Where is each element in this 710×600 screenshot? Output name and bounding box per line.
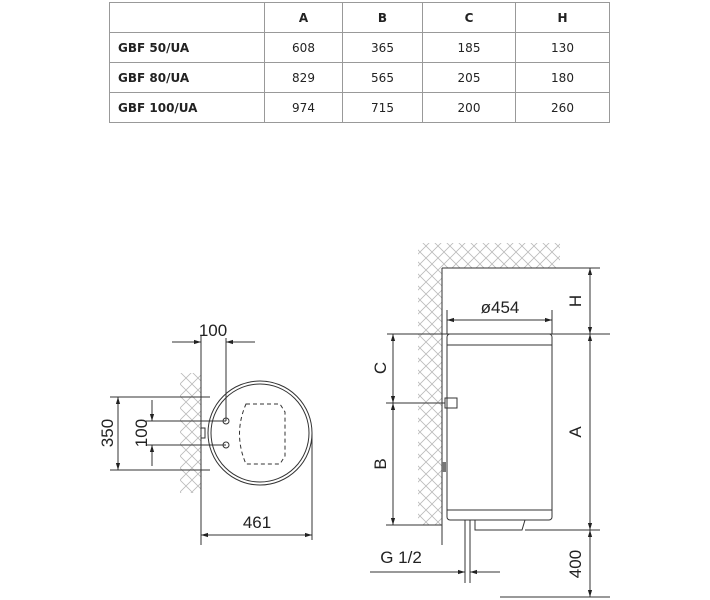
mount-height-label: 350 xyxy=(98,419,117,447)
header-h: H xyxy=(515,2,610,33)
cell-h: 260 xyxy=(515,92,610,123)
floor-clearance-label: 400 xyxy=(566,550,585,578)
depth-label: 461 xyxy=(243,513,271,532)
tank-body xyxy=(446,333,553,521)
ceiling-hatch xyxy=(418,243,560,268)
header-b: B xyxy=(342,2,423,33)
dimensions-table: A B C H GBF 50/UA 608 365 185 130 GBF 80… xyxy=(109,2,610,123)
header-c: C xyxy=(422,2,516,33)
tank-inner xyxy=(210,383,310,483)
model-cell: GBF 50/UA xyxy=(109,32,265,63)
cell-c: 200 xyxy=(422,92,516,123)
table-row: GBF 100/UA 974 715 200 260 xyxy=(109,92,610,123)
cell-c: 205 xyxy=(422,62,516,93)
cell-b: 365 xyxy=(342,32,423,63)
cell-c: 185 xyxy=(422,32,516,63)
h-label: H xyxy=(566,295,585,307)
table-row: GBF 50/UA 608 365 185 130 xyxy=(109,32,610,63)
tank-outer xyxy=(207,380,313,486)
pipe-spacing-label: 100 xyxy=(132,419,151,447)
lower-bracket xyxy=(442,462,446,472)
cell-a: 974 xyxy=(264,92,343,123)
cell-b: 565 xyxy=(342,62,423,93)
cell-a: 608 xyxy=(264,32,343,63)
wall-hatch xyxy=(180,373,201,493)
heater-flange-dashed xyxy=(239,403,286,465)
bracket xyxy=(200,427,206,439)
b-label: B xyxy=(371,458,390,469)
cell-b: 715 xyxy=(342,92,423,123)
connection-label: G 1/2 xyxy=(380,548,422,567)
wall-hatch xyxy=(418,268,442,525)
top-view: 100 350 100 461 xyxy=(98,321,313,545)
a-label: A xyxy=(566,426,585,438)
c-label: C xyxy=(371,362,390,374)
model-cell: GBF 80/UA xyxy=(109,62,265,93)
heater-cover xyxy=(474,519,526,531)
pipe-offset-label: 100 xyxy=(199,321,227,340)
table-row: GBF 80/UA 829 565 205 180 xyxy=(109,62,610,93)
diameter-label: ø454 xyxy=(481,298,520,317)
side-view: ø454 H A 400 C B G 1/2 xyxy=(370,243,610,598)
